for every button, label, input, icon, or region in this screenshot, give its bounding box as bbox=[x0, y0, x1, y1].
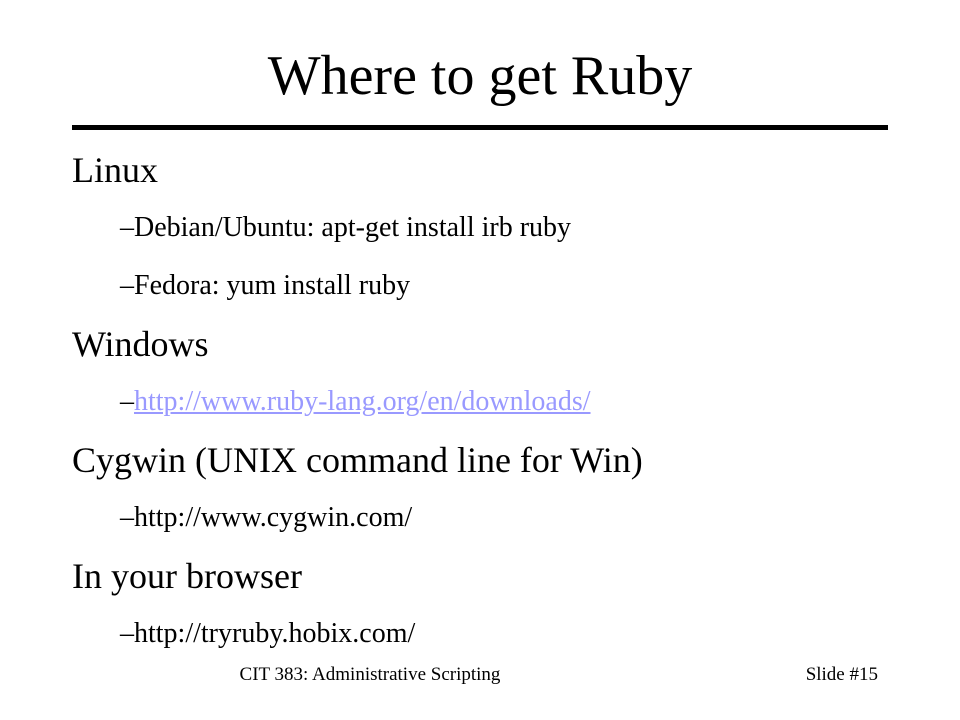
bullet-browser: In your browser bbox=[72, 556, 302, 596]
dash: – bbox=[120, 502, 134, 533]
dash: – bbox=[120, 270, 134, 301]
bullet-linux: Linux bbox=[72, 150, 158, 190]
footer-slide-number: Slide #15 bbox=[805, 664, 878, 685]
sub-bullet-text: Fedora: yum install ruby bbox=[134, 270, 411, 301]
dash: – bbox=[120, 386, 134, 417]
footer-course: CIT 383: Administrative Scripting bbox=[239, 664, 501, 685]
dash: – bbox=[120, 618, 134, 649]
bullet-windows: Windows bbox=[72, 324, 209, 364]
slide-body: Linux –Debian/Ubuntu: apt-get install ir… bbox=[72, 141, 932, 663]
sub-bullet-ruby-downloads: –http://www.ruby-lang.org/en/downloads/ bbox=[72, 373, 932, 431]
slide-title: Where to get Ruby bbox=[267, 45, 693, 107]
sub-bullet-fedora: –Fedora: yum install ruby bbox=[72, 257, 932, 315]
bullet-cygwin: Cygwin (UNIX command line for Win) bbox=[72, 440, 643, 480]
dash: – bbox=[120, 212, 134, 243]
sub-bullet-cygwin-url: –http://www.cygwin.com/ bbox=[72, 489, 932, 547]
sub-bullet-debian: –Debian/Ubuntu: apt-get install irb ruby bbox=[72, 199, 932, 257]
sub-bullet-text: http://tryruby.hobix.com/ bbox=[134, 618, 416, 649]
ruby-downloads-link[interactable]: http://www.ruby-lang.org/en/downloads/ bbox=[134, 386, 591, 417]
title-divider bbox=[72, 125, 888, 130]
sub-bullet-text: Debian/Ubuntu: apt-get install irb ruby bbox=[134, 212, 572, 243]
sub-bullet-text: http://www.cygwin.com/ bbox=[134, 502, 413, 533]
sub-bullet-tryruby-url: –http://tryruby.hobix.com/ bbox=[72, 605, 932, 663]
